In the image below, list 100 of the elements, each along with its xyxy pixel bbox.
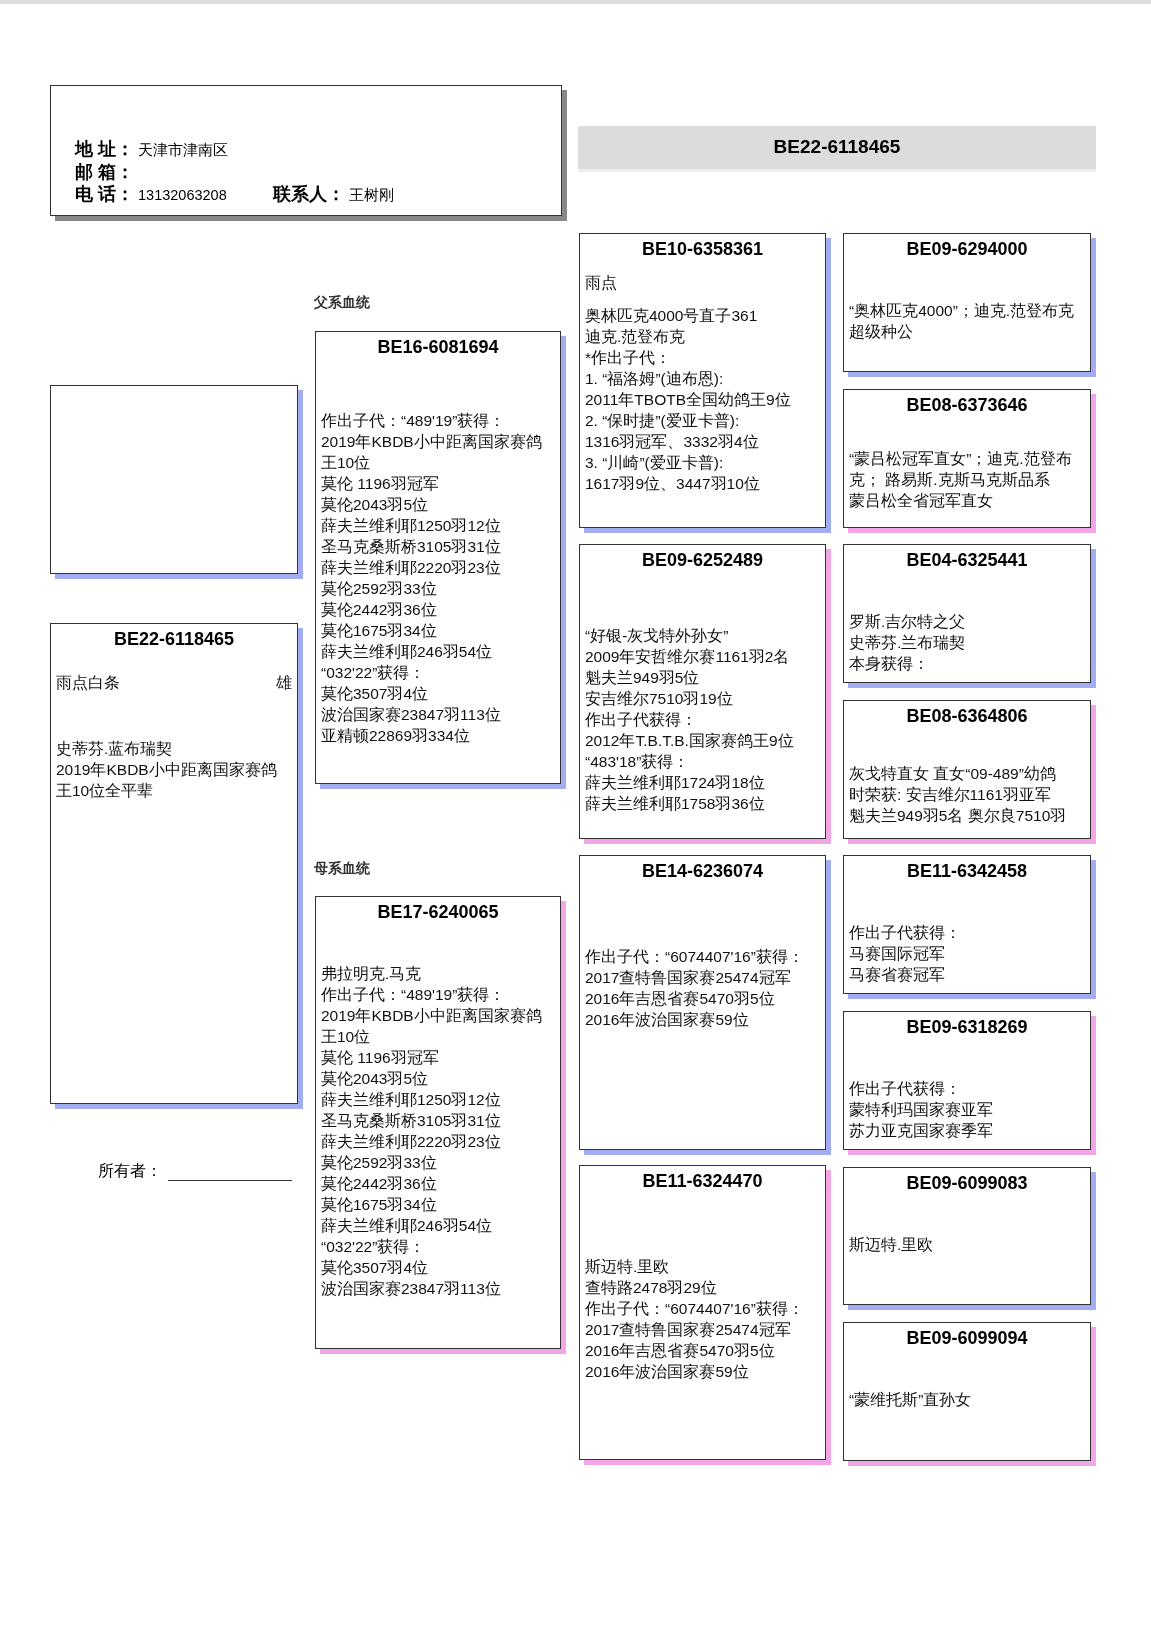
pigeon-info-text: 2016年吉恩省赛5470羽5位: [585, 1341, 776, 1361]
pigeon-info-text: 亚精顿22869羽334位: [321, 726, 471, 746]
pigeon-info-text: 苏力亚克国家赛季军: [849, 1121, 994, 1141]
pigeon-info-text: 莫伦1675羽34位: [321, 621, 438, 641]
pigeon-info-text: 弗拉明克.马克: [321, 964, 423, 984]
ring-number: BE09-6099083: [905, 1172, 1029, 1194]
pigeon-info-text: 史蒂芬.兰布瑞契: [849, 633, 967, 653]
pigeon-info-text: 2016年吉恩省赛5470羽5位: [585, 989, 776, 1009]
field-label: 电 话：: [75, 183, 134, 205]
pigeon-info-text: 马赛省赛冠军: [849, 965, 946, 985]
pigeon-info-text: 波治国家赛23847羽113位: [321, 705, 502, 725]
pigeon-info-text: 薛夫兰维利耶246羽54位: [321, 1216, 494, 1236]
field-label: 邮 箱：: [75, 161, 134, 183]
field-value: 天津市津南区: [138, 141, 228, 160]
pigeon-info-text: 莫伦 1196羽冠军: [321, 1048, 440, 1068]
pigeon-info-text: 莫伦3507羽4位: [321, 1258, 430, 1278]
pigeon-info-text: 薛夫兰维利耶246羽54位: [321, 642, 494, 662]
pigeon-info-text: 魁夫兰949羽5名 奥尔良7510羽: [849, 806, 1068, 826]
pigeon-info-text: 莫伦2592羽33位: [321, 579, 438, 599]
pigeon-info-text: 作出子代获得：: [849, 923, 962, 943]
pigeon-info-text: 薛夫兰维利耶2220羽23位: [321, 558, 502, 578]
ring-number: BE08-6364806: [905, 705, 1029, 727]
pigeon-info-text: 2016年波治国家赛59位: [585, 1010, 750, 1030]
ring-number: BE08-6373646: [905, 394, 1029, 416]
pigeon-info-text: 薛夫兰维利耶1250羽12位: [321, 1090, 502, 1110]
ring-number: BE09-6099094: [905, 1327, 1029, 1349]
ring-number: BE11-6342458: [905, 860, 1029, 882]
field-label: 地 址：: [75, 138, 134, 160]
pigeon-info-text: 2012年T.B.T.B.国家赛鸽王9位: [585, 731, 795, 751]
sex-text: 雄: [276, 673, 292, 693]
pigeon-info-text: “好银-灰戈特外孙女”: [585, 626, 730, 646]
ring-number: BE17-6240065: [376, 901, 500, 923]
pigeon-info-text: 作出子代：“489'19”获得：: [321, 411, 507, 431]
field-value: 王树刚: [348, 186, 394, 205]
pigeon-info-text: 罗斯.吉尔特之父: [849, 612, 967, 632]
pigeon-info-text: 1. “福洛姆”(迪布恩):: [585, 369, 725, 389]
pigeon-info-text: 圣马克桑斯桥3105羽31位: [321, 1111, 502, 1131]
pigeon-info-text: 雨点白条: [56, 673, 120, 693]
pigeon-info-text: 作出子代：“489'19”获得：: [321, 985, 507, 1005]
ring-number: BE04-6325441: [905, 549, 1029, 571]
pigeon-info-text: 2016年波治国家赛59位: [585, 1362, 750, 1382]
pigeon-info-text: 2019年KBDB小中距离国家赛鸽王10位: [321, 1006, 543, 1047]
pigeon-info-text: 查特路2478羽29位: [585, 1278, 718, 1298]
pigeon-info-text: 莫伦2442羽36位: [321, 600, 438, 620]
pigeon-info-text: “奥林匹克4000”；迪克.范登布克: [849, 301, 1076, 321]
ring-number: BE22-6118465: [772, 136, 902, 158]
pigeon-info-text: 薛夫兰维利耶2220羽23位: [321, 1132, 502, 1152]
pigeon-info-text: 奥林匹克4000号直子361: [585, 306, 759, 326]
owner-label: 所有者：: [98, 1161, 162, 1181]
pigeon-info-text: “483'18”获得：: [585, 752, 691, 772]
pigeon-info-text: 作出子代获得：: [849, 1079, 962, 1099]
pigeon-info-text: *作出子代：: [585, 348, 673, 368]
pigeon-info-text: 斯迈特.里欧: [585, 1257, 671, 1277]
ring-number: BE09-6252489: [640, 549, 765, 571]
pigeon-info-text: 2. “保时捷”(爱亚卡普):: [585, 411, 741, 431]
ring-number: BE10-6358361: [640, 238, 765, 260]
field-label: 联系人：: [272, 183, 345, 205]
pigeon-info-text: 本身获得：: [849, 654, 930, 674]
pigeon-info-text: 超级种公: [849, 322, 914, 342]
ring-number: BE14-6236074: [640, 860, 765, 882]
pigeon-info-text: 莫伦2043羽5位: [321, 495, 430, 515]
ring-number: BE16-6081694: [376, 336, 500, 358]
pigeon-info-text: 斯迈特.里欧: [849, 1235, 935, 1255]
section-heading: 母系血统: [314, 860, 370, 878]
pigeon-info-text: 莫伦3507羽4位: [321, 684, 430, 704]
pigeon-info-text: 蒙特利玛国家赛亚军: [849, 1100, 994, 1120]
pigeon-info-text: 薛夫兰维利耶1250羽12位: [321, 516, 502, 536]
pigeon-info-text: 2017查特鲁国家赛25474冠军: [585, 968, 792, 988]
pigeon-info-text: “蒙吕松冠军直女”；迪克.范登布克； 路易斯.克斯马克斯品系: [849, 449, 1073, 490]
pigeon-info-text: 波治国家赛23847羽113位: [321, 1279, 502, 1299]
pigeon-info-text: 雨点: [585, 273, 618, 293]
pigeon-info-text: 作出子代：“6074407'16”获得：: [585, 1299, 805, 1319]
pigeon-info-text: 1316羽冠军、3332羽4位: [585, 432, 760, 452]
pigeon-info-text: “032'22”获得：: [321, 663, 427, 683]
pigeon-info-text: 作出子代：“6074407'16”获得：: [585, 947, 805, 967]
section-heading: 父系血统: [314, 294, 370, 312]
pigeon-info-text: 莫伦2043羽5位: [321, 1069, 430, 1089]
pigeon-info-text: “032'22”获得：: [321, 1237, 427, 1257]
pigeon-info-text: 时荣获: 安吉维尔1161羽亚军: [849, 785, 1052, 805]
pigeon-info-text: 莫伦2592羽33位: [321, 1153, 438, 1173]
pigeon-info-text: 2017查特鲁国家赛25474冠军: [585, 1320, 792, 1340]
pigeon-info-text: 莫伦 1196羽冠军: [321, 474, 440, 494]
pigeon-info-text: 莫伦2442羽36位: [321, 1174, 438, 1194]
pigeon-info-text: 马赛国际冠军: [849, 944, 946, 964]
pigeon-info-text: 莫伦1675羽34位: [321, 1195, 438, 1215]
pigeon-info-text: 蒙吕松全省冠军直女: [849, 491, 994, 511]
pigeon-info-text: 2011年TBOTB全国幼鸽王9位: [585, 390, 792, 410]
pigeon-info-text: 2019年KBDB小中距离国家赛鸽王10位: [321, 432, 543, 473]
pigeon-info-text: 灰戈特直女 直女“09-489”幼鸽: [849, 764, 1057, 784]
pigeon-info-text: 安吉维尔7510羽19位: [585, 689, 734, 709]
pigeon-info-text: 圣马克桑斯桥3105羽31位: [321, 537, 502, 557]
ring-number: BE09-6294000: [905, 238, 1029, 260]
pigeon-info-text: 薛夫兰维利耶1758羽36位: [585, 794, 766, 814]
ring-number: BE11-6324470: [641, 1170, 764, 1192]
field-value: 13132063208: [138, 186, 227, 205]
pigeon-info-text: 2019年KBDB小中距离国家赛鸽王10位全平辈: [56, 760, 278, 801]
pigeon-info-text: 2009年安哲维尔赛1161羽2名: [585, 647, 791, 667]
pigeon-info-text: 史蒂芬.蓝布瑞契: [56, 739, 174, 759]
pigeon-info-text: 薛夫兰维利耶1724羽18位: [585, 773, 766, 793]
ring-number: BE09-6318269: [905, 1016, 1029, 1038]
